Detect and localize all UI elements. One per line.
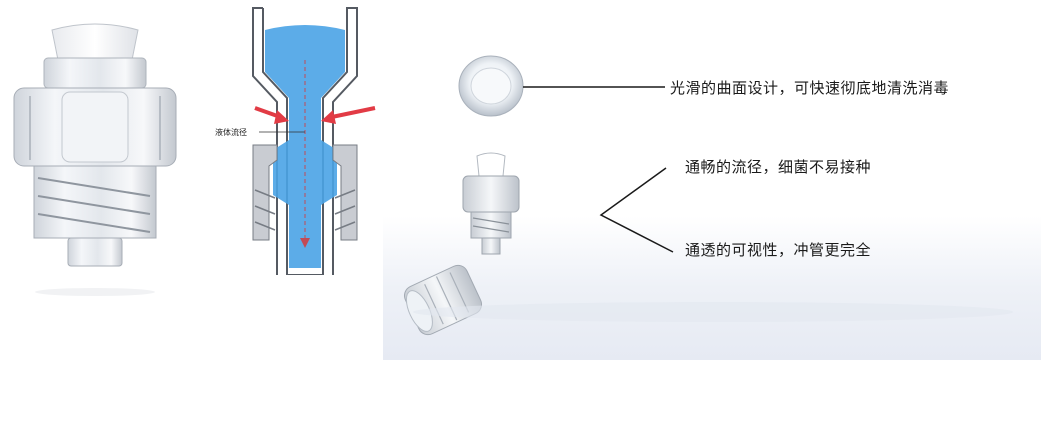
cap-top-view-icon: [458, 55, 524, 117]
feature-3-text: 通透的可视性，冲管更完全: [685, 241, 872, 259]
flow-path-label: 液体流径: [215, 128, 247, 137]
connector-side-view-icon: [462, 152, 520, 255]
connector-product-photo: [0, 0, 190, 300]
connector-illustration: [13, 23, 177, 296]
connector-cross-section-diagram: 液体流径: [215, 0, 385, 275]
feature-1-text: 光滑的曲面设计，可快速彻底地清洗消毒: [670, 79, 950, 97]
connector-angled-view-icon: [403, 264, 483, 336]
features-panel: 光滑的曲面设计，可快速彻底地清洗消毒 通畅的流径，细菌不易接种 通透的可视性，冲…: [383, 0, 1041, 360]
feature-2-3-pointer: [599, 167, 674, 253]
feature-2-text: 通畅的流径，细菌不易接种: [685, 158, 872, 176]
cross-section-illustration: [252, 7, 376, 275]
features-illustration: [403, 55, 1013, 336]
